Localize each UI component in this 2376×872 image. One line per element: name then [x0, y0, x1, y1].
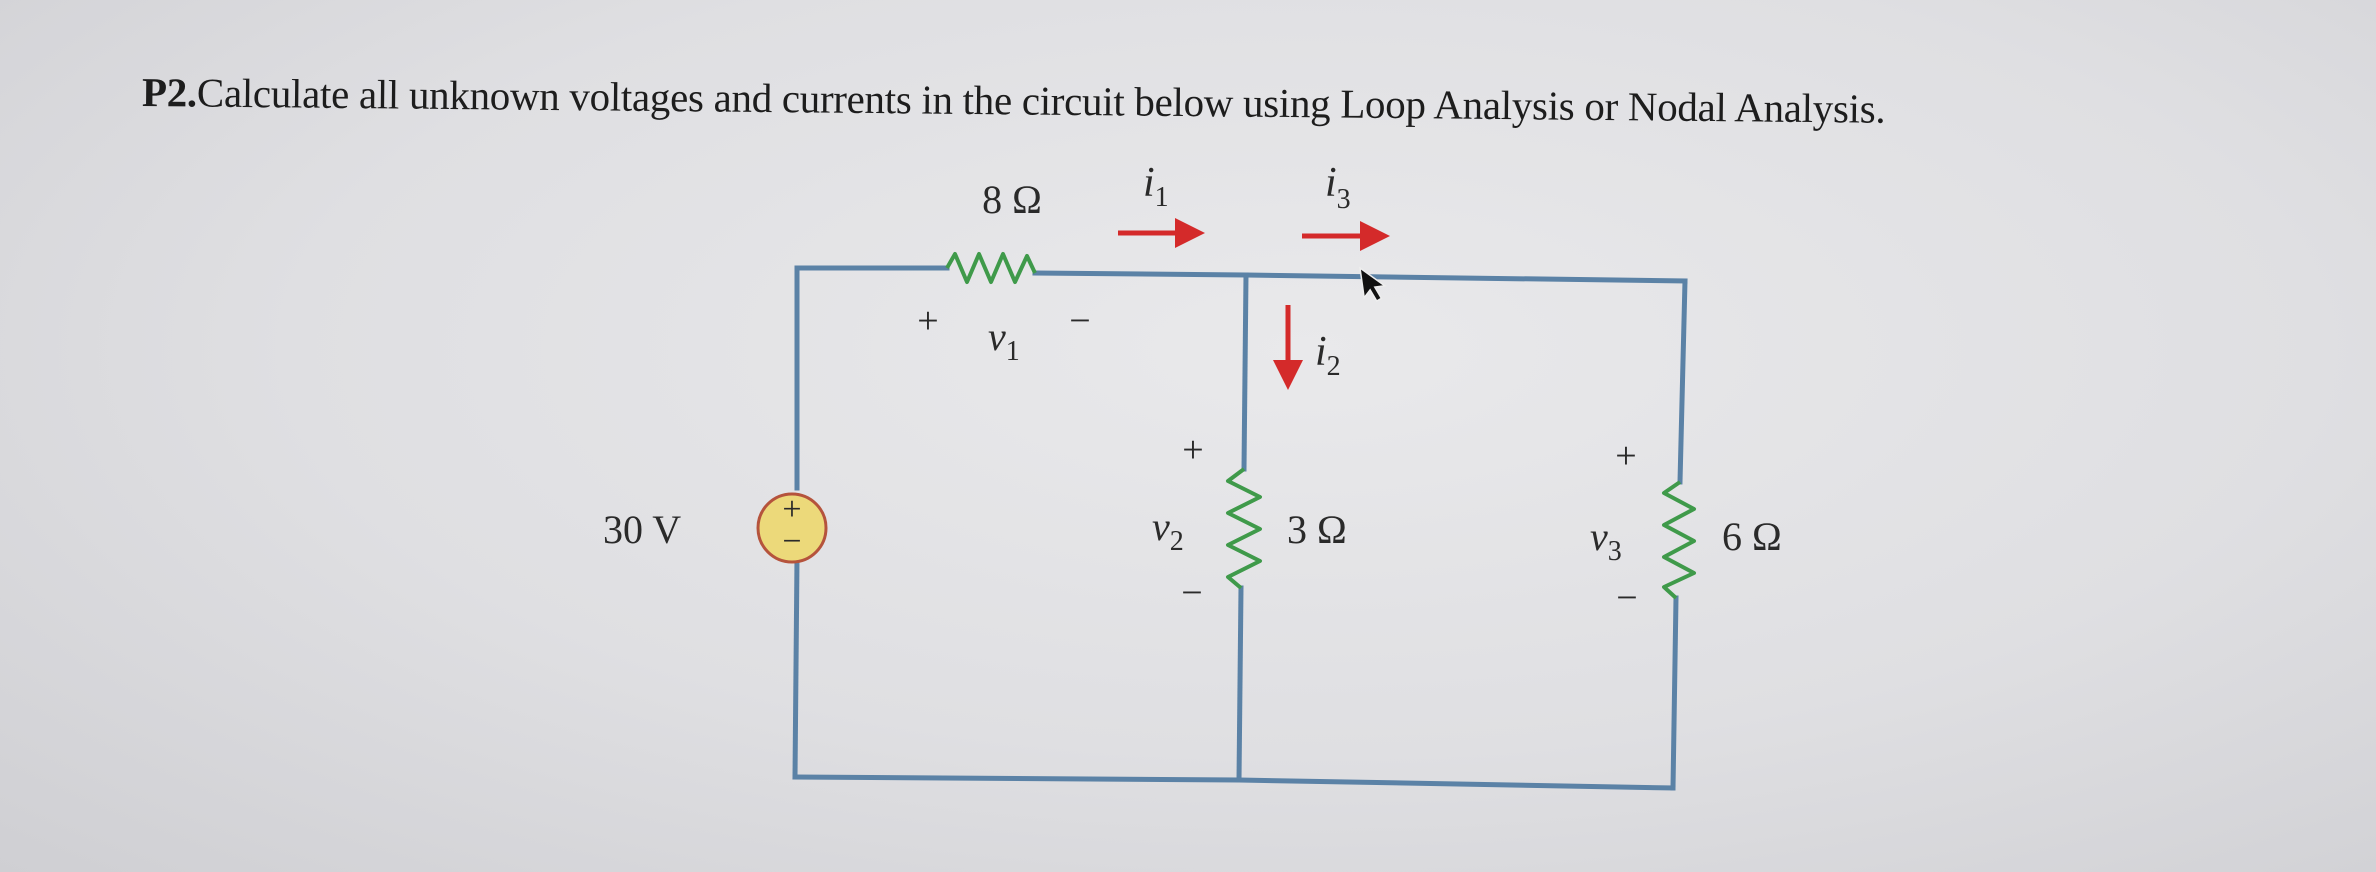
resistor-6-ohm	[1662, 480, 1696, 600]
v3-plus: +	[1615, 435, 1636, 477]
wire-right-bottom	[1670, 595, 1679, 791]
wire-bottom	[792, 774, 1676, 791]
v3-label: v3	[1590, 514, 1622, 567]
wire-left-top	[794, 265, 950, 491]
i2-label: i2	[1315, 329, 1341, 382]
v1-label: v1	[988, 314, 1020, 367]
v1-plus: +	[917, 300, 938, 342]
mouse-cursor-icon	[1359, 266, 1387, 303]
source-plus: +	[782, 491, 801, 528]
v2-minus: −	[1181, 572, 1202, 614]
wire-left-bottom	[792, 555, 800, 780]
i3-label: i3	[1325, 160, 1351, 215]
i1-label: i1	[1143, 160, 1169, 213]
v2-label: v2	[1152, 504, 1184, 557]
resistor-3-ohm	[1226, 467, 1262, 590]
v2-plus: +	[1182, 429, 1203, 471]
resistor-8-ohm	[945, 252, 1037, 284]
wire-right-top	[1677, 278, 1688, 485]
wire-top	[1032, 270, 1688, 284]
wire-middle-bottom	[1236, 585, 1244, 783]
source-label: 30 V	[603, 507, 681, 552]
resistor-6-value: 6 Ω	[1722, 514, 1782, 559]
resistor-8-value: 8 Ω	[982, 177, 1042, 222]
voltage-source: + −	[756, 491, 828, 564]
wire-middle-top	[1241, 272, 1249, 472]
v1-minus: −	[1069, 300, 1090, 342]
resistor-3-value: 3 Ω	[1287, 507, 1347, 552]
source-minus: −	[782, 523, 801, 560]
v3-minus: −	[1616, 577, 1637, 619]
wires	[792, 265, 1688, 791]
